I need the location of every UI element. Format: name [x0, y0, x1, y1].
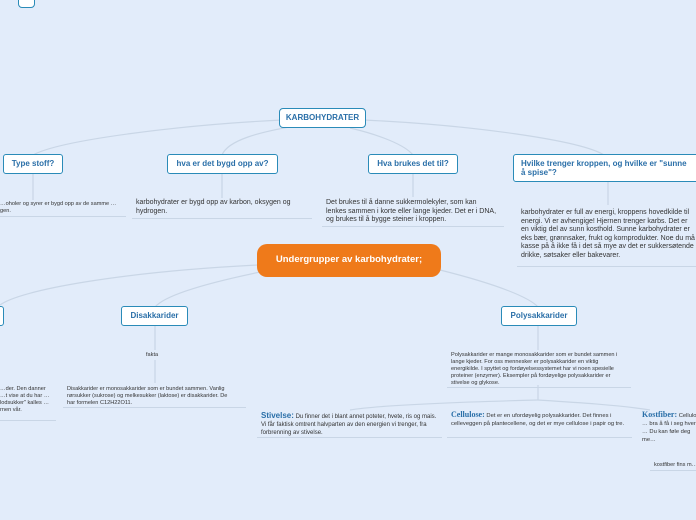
topic-label: Hva brukes det til? [377, 159, 449, 168]
topic-label: Type stoff? [11, 159, 55, 168]
stivelse-text: Du finner det i blant annet poteter, hve… [261, 414, 437, 436]
note-underline [0, 216, 126, 217]
central-label: Undergrupper av karbohydrater; [275, 254, 423, 265]
kostfiber-extra: kostfiber fins m… [654, 462, 696, 468]
note-underline [650, 470, 696, 471]
topic-trenger-kroppen[interactable]: Hvilke trenger kroppen, og hvilke er "su… [513, 154, 696, 182]
subgroup-label: Disakkarider [130, 311, 179, 320]
note-underline [63, 407, 246, 408]
topic-note: karbohydrater er full av energi, kroppen… [521, 209, 695, 259]
kostfiber-text: Cellulose … bra å få i seg hver … Du kan… [642, 413, 696, 443]
subgroup-label: Polysakkarider [510, 311, 568, 320]
polysakkarider-note: Polysakkarider er mange monosakkarider s… [451, 352, 618, 386]
note-underline [447, 437, 632, 438]
cellulose-title: Cellulose: [451, 410, 485, 419]
topic-note: Det brukes til å danne sukkermolekyler, … [326, 199, 497, 224]
subgroup-disakkarider[interactable]: Disakkarider [121, 306, 188, 326]
root-label: KARBOHYDRATER [285, 113, 360, 122]
root-node[interactable]: KARBOHYDRATER [279, 108, 366, 128]
note-underline [257, 437, 442, 438]
note-underline [322, 226, 504, 227]
topic-bygd-opp-av[interactable]: hva er det bygd opp av? [167, 154, 278, 174]
disakkarider-note: Disakkarider er monosakkarider som er bu… [67, 386, 228, 406]
stivelse-title: Stivelse: [261, 411, 294, 420]
subgroup-partial-left[interactable] [0, 306, 4, 326]
topic-type-stoff[interactable]: Type stoff? [3, 154, 63, 174]
note-underline [0, 420, 56, 421]
topic-brukes-til[interactable]: Hva brukes det til? [368, 154, 458, 174]
note-underline [447, 387, 631, 388]
central-node[interactable]: Undergrupper av karbohydrater; [257, 244, 441, 277]
kostfiber-title: Kostfiber: [642, 411, 678, 419]
partial-node-top-left[interactable] [18, 0, 35, 8]
kostfiber-note: Kostfiber: Cellulose … bra å få i seg hv… [642, 411, 696, 444]
topic-label: Hvilke trenger kroppen, og hvilke er "su… [521, 159, 687, 177]
topic-label: hva er det bygd opp av? [176, 159, 269, 168]
cellulose-note: Cellulose: Det er en ufordøyelig polysak… [451, 411, 626, 428]
stivelse-note: Stivelse: Du finner det i blant annet po… [261, 412, 439, 437]
note-underline [517, 266, 696, 267]
topic-note: karbohydrater er bygd opp av karbon, oks… [136, 199, 291, 215]
fakta-label: fakta [146, 352, 159, 358]
topic-note: …oholer og syrer er bygd opp av de samme… [0, 201, 117, 214]
subgroup-polysakkarider[interactable]: Polysakkarider [501, 306, 577, 326]
cellulose-text: Det er en ufordøyelig polysakkarider. De… [451, 413, 625, 427]
note-underline [132, 218, 312, 219]
subgroup-note-left: …der. Den danner …t vise at du har …lods… [0, 386, 50, 413]
